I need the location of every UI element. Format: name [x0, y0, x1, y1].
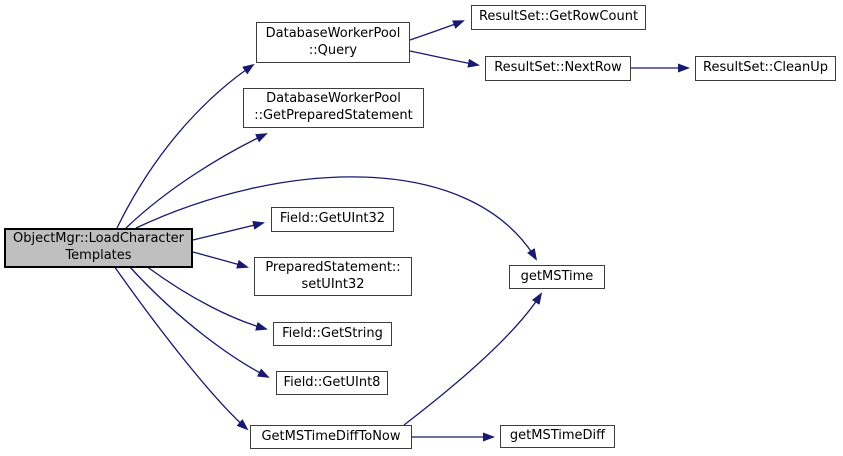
edge-load-to-getpreparedstatement — [125, 133, 268, 229]
node-resultset-getrowcount[interactable]: ResultSet::GetRowCount — [471, 5, 646, 30]
edge-getmstimedifftonow-to-getmstime — [403, 292, 543, 426]
node-getmstimedifftonow[interactable]: GetMSTimeDiffToNow — [250, 425, 412, 449]
node-getmstime[interactable]: getMSTime — [509, 265, 605, 289]
edge-query-to-getrowcount — [409, 20, 465, 41]
edge-load-to-query — [116, 63, 255, 229]
node-field-getuint32[interactable]: Field::GetUInt32 — [271, 207, 394, 232]
node-objectmgr-loadcharactertemplates[interactable]: ObjectMgr::LoadCharacter Templates — [4, 228, 193, 268]
node-resultset-cleanup[interactable]: ResultSet::CleanUp — [695, 56, 836, 81]
edge-query-to-nextrow — [409, 50, 480, 68]
node-databaseworkerpool-query[interactable]: DatabaseWorkerPool ::Query — [256, 22, 410, 63]
node-databaseworkerpool-getpreparedstatement[interactable]: DatabaseWorkerPool ::GetPreparedStatemen… — [243, 88, 424, 128]
node-preparedstatement-setuint32[interactable]: PreparedStatement:: setUInt32 — [254, 257, 412, 296]
edge-load-to-setuint32 — [192, 251, 249, 269]
edge-load-to-getuint8 — [128, 265, 270, 378]
edge-load-to-getuint32 — [192, 220, 265, 241]
node-field-getuint8[interactable]: Field::GetUInt8 — [276, 371, 388, 395]
edge-load-to-getmstimedifftonow — [113, 265, 249, 431]
edge-load-to-getstring — [145, 265, 268, 331]
node-resultset-nextrow[interactable]: ResultSet::NextRow — [485, 56, 631, 81]
node-field-getstring[interactable]: Field::GetString — [273, 322, 392, 346]
node-getmstimediff[interactable]: getMSTimeDiff — [500, 425, 615, 448]
